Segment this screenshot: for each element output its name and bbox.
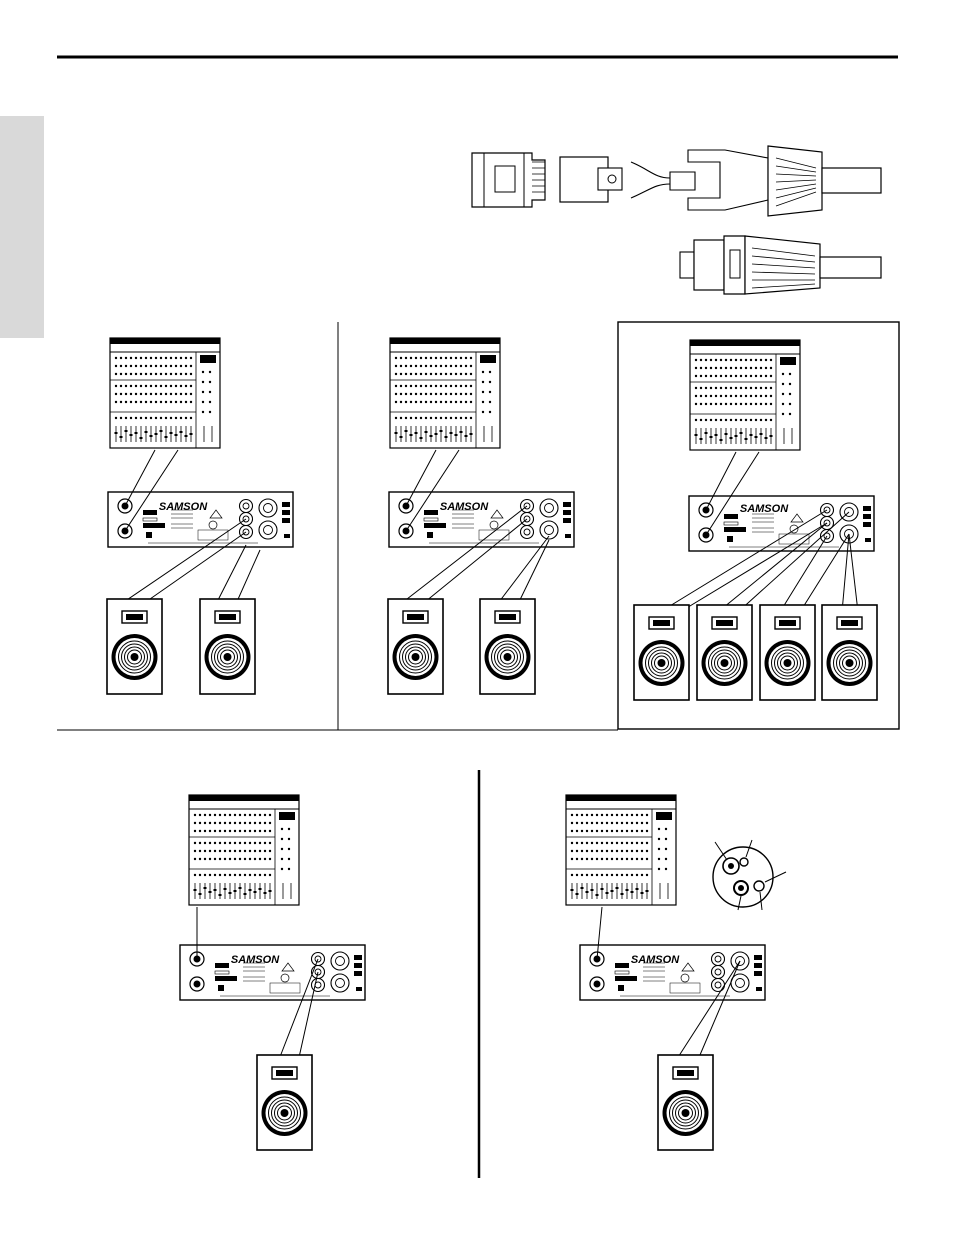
speaker-cabinet-icon <box>822 605 877 700</box>
speaker-cabinet-icon <box>257 1055 312 1150</box>
amp-brand-label: SAMSON <box>159 501 208 513</box>
speaker-cabinet-icon <box>658 1055 713 1150</box>
speakon-connector-assembled-icon <box>680 236 881 294</box>
speaker-cabinet-icon <box>107 599 162 694</box>
amp-brand-label: SAMSON <box>740 503 789 515</box>
diagram-stereo-two-speaker: SAMSON <box>107 338 293 694</box>
speaker-cabinet-icon <box>200 599 255 694</box>
speaker-cabinet-icon <box>634 605 689 700</box>
diagram-four-speaker: SAMSON <box>634 340 877 700</box>
diagram-mono-two-speaker: SAMSON <box>388 338 574 694</box>
mixer-icon <box>110 338 220 448</box>
amp-brand-label: SAMSON <box>440 501 489 513</box>
amp-brand-label: SAMSON <box>631 954 680 966</box>
mixer-icon <box>566 795 676 905</box>
mixer-icon <box>390 338 500 448</box>
page-side-tab <box>0 116 44 338</box>
mixer-icon <box>189 795 299 905</box>
speaker-cabinet-icon <box>697 605 752 700</box>
diagram-bridged-one-speaker: SAMSON <box>180 795 365 1150</box>
speaker-cabinet-icon <box>480 599 535 694</box>
speakon-connector-exploded-icon <box>472 146 881 216</box>
speaker-cabinet-icon <box>388 599 443 694</box>
mixer-icon <box>690 340 800 450</box>
speaker-cabinet-icon <box>760 605 815 700</box>
amp-brand-label: SAMSON <box>231 954 280 966</box>
speakon-socket-icon <box>713 840 786 910</box>
diagram-bridged-speakon-one-speaker: SAMSON <box>566 795 786 1150</box>
